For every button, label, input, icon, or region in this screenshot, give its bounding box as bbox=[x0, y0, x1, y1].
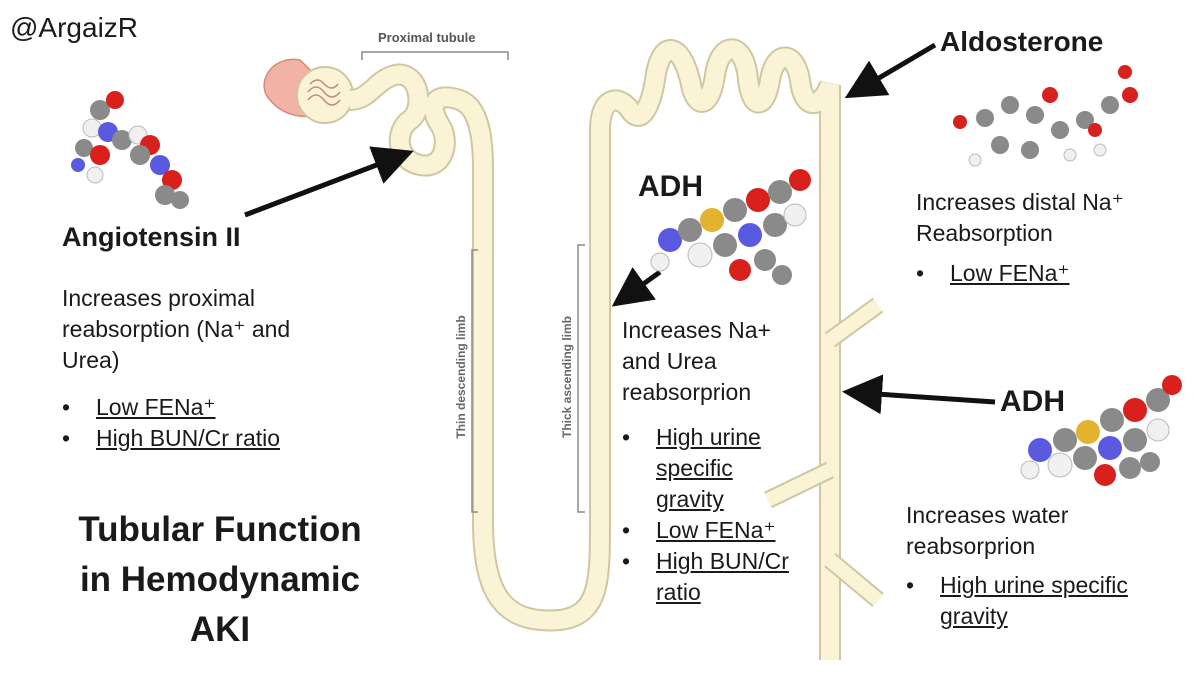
list-item: Low FENa⁺ bbox=[916, 258, 1070, 289]
list-item: Low FENa⁺ bbox=[622, 515, 789, 546]
list-item: Low FENa⁺ bbox=[62, 392, 280, 423]
aldosterone-bullets: Low FENa⁺ bbox=[916, 258, 1070, 289]
nephron-tubule bbox=[350, 49, 884, 660]
aldosterone-molecule-image bbox=[953, 65, 1138, 167]
adh-right-description: Increases water reabsorprion bbox=[906, 502, 1069, 559]
adh-molecule-image-mid bbox=[650, 169, 811, 285]
glomerulus bbox=[263, 58, 354, 124]
adh-molecule-image-right bbox=[1020, 375, 1182, 486]
angiotensin-description: Increases proximal reabsorption (Na⁺ and… bbox=[62, 285, 291, 373]
angiotensin-molecule-image bbox=[71, 91, 189, 209]
aldosterone-description: Increases distal Na⁺ Reabsorption bbox=[916, 189, 1124, 246]
label-proximal-tubule: Proximal tubule bbox=[378, 30, 476, 45]
arrows bbox=[244, 42, 996, 415]
aldosterone-name: Aldosterone bbox=[940, 26, 1104, 57]
arrow-angiotensin bbox=[244, 146, 414, 218]
angiotensin-name: Angiotensin II bbox=[62, 222, 241, 252]
angiotensin-bullets: Low FENa⁺ High BUN/Cr ratio bbox=[62, 392, 280, 454]
adh-mid-name: ADH bbox=[638, 170, 703, 203]
label-thick-ascending-limb: Thick ascending limb bbox=[560, 315, 574, 439]
brackets bbox=[361, 51, 585, 513]
list-item: High BUN/Cr ratio bbox=[62, 423, 280, 454]
label-thin-descending-limb: Thin descending limb bbox=[454, 315, 468, 439]
arrow-aldosterone bbox=[844, 42, 937, 99]
diagram-title: Tubular Function in Hemodynamic AKI bbox=[78, 510, 362, 649]
arrow-adh-mid bbox=[611, 267, 662, 307]
author-handle: @ArgaizR bbox=[10, 12, 139, 43]
arrow-adh-right bbox=[842, 374, 996, 415]
adh-right-name: ADH bbox=[1000, 385, 1065, 418]
adh-mid-description: Increases Na+ and Urea reabsorprion bbox=[622, 317, 771, 405]
